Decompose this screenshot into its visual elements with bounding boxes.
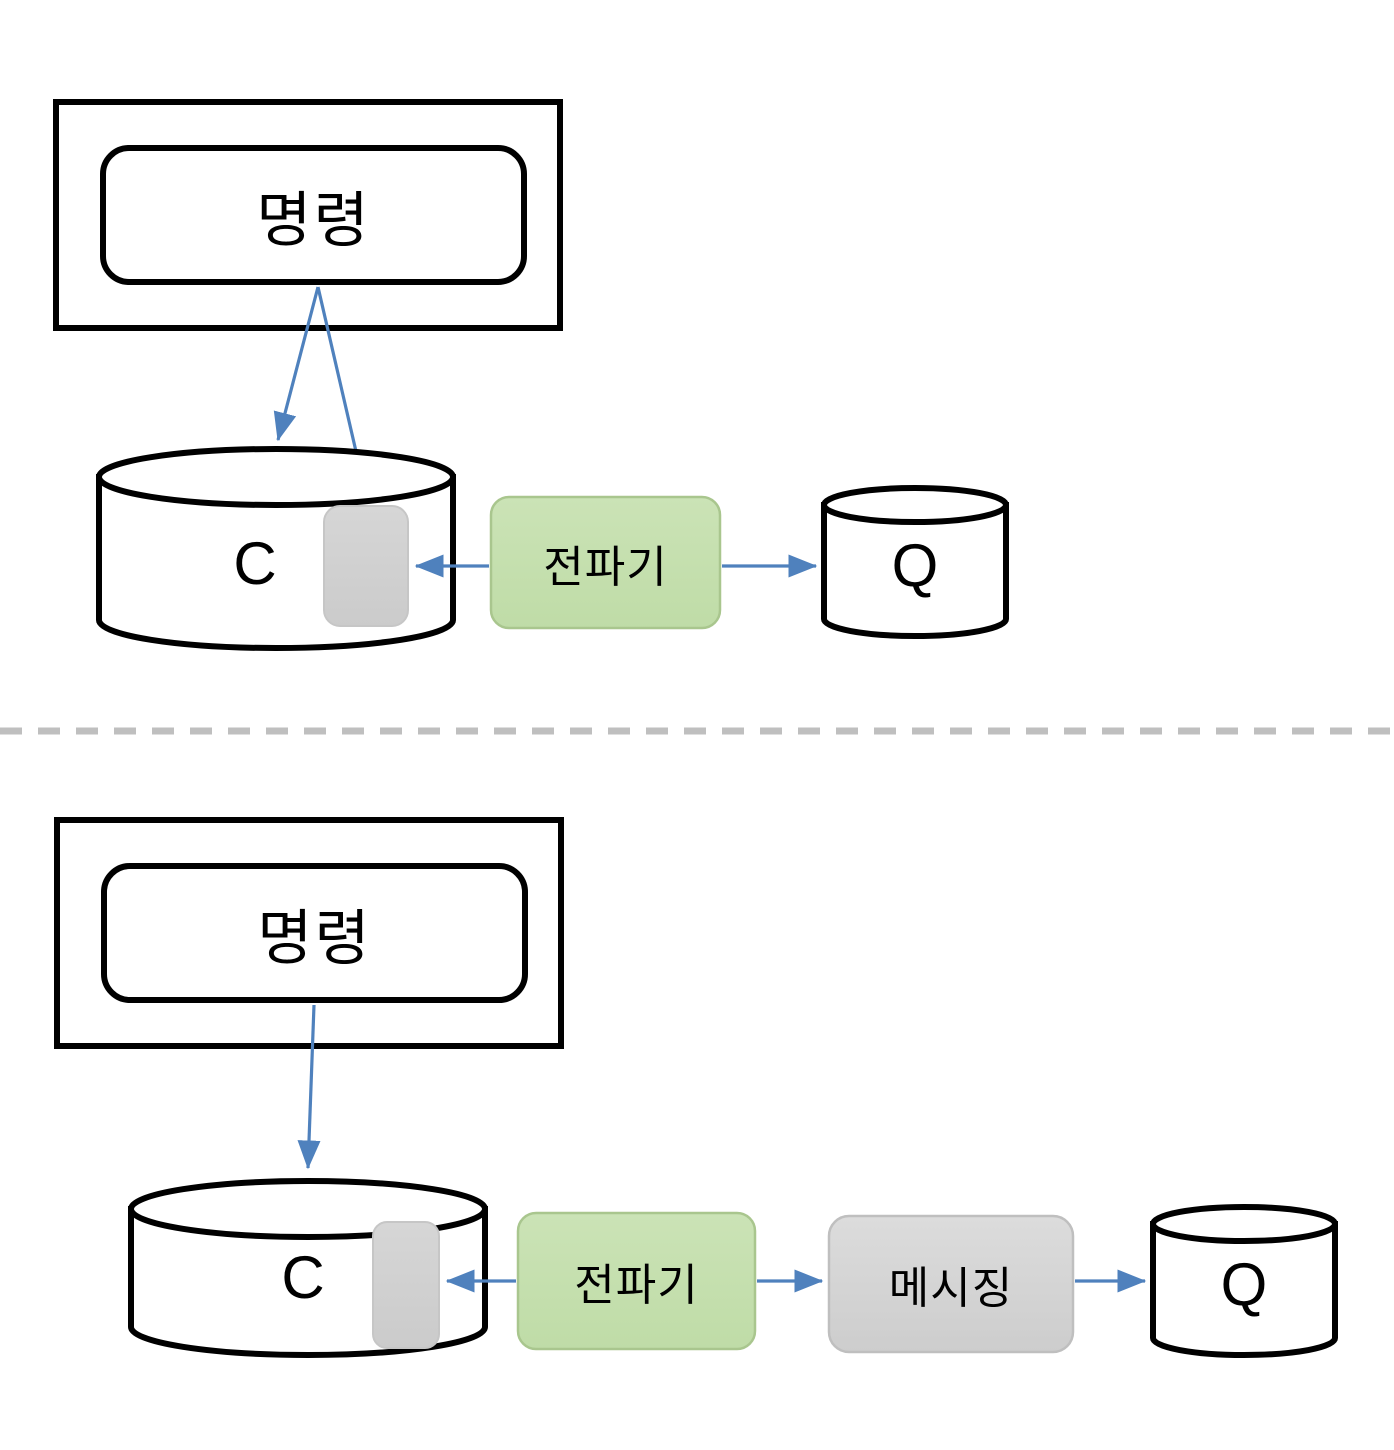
bottom-command-cylinder-label: C bbox=[281, 1243, 325, 1311]
top-propagator-label: 전파기 bbox=[543, 542, 668, 592]
bottom-command-label: 명령 bbox=[257, 904, 372, 972]
top-query-cylinder-top bbox=[821, 485, 1009, 525]
bottom-command-box[interactable] bbox=[101, 863, 528, 1003]
top-command-cylinder-chip bbox=[323, 505, 409, 627]
bottom-propagator-label: 전파기 bbox=[574, 1261, 699, 1310]
bottom-query-cylinder-top bbox=[1150, 1204, 1338, 1244]
bottom-propagator-box[interactable] bbox=[516, 1211, 757, 1351]
top-command-label: 명령 bbox=[256, 186, 371, 254]
top-command-cylinder-top bbox=[96, 446, 456, 508]
bottom-query-cylinder-body bbox=[1150, 1221, 1338, 1358]
bottom-arrow-command-to-cylinder bbox=[297, 1004, 321, 1170]
top-command-box[interactable] bbox=[100, 145, 527, 285]
top-query-cylinder-label: Q bbox=[891, 531, 939, 599]
bottom-query-cylinder-label: Q bbox=[1220, 1250, 1268, 1318]
top-propagator-box[interactable] bbox=[489, 495, 722, 630]
bottom-messaging-box[interactable] bbox=[827, 1214, 1075, 1354]
bottom-command-cylinder-chip bbox=[372, 1221, 440, 1349]
top-query-cylinder-body bbox=[821, 502, 1009, 639]
bottom-messaging-label: 메시징 bbox=[888, 1264, 1014, 1313]
top-command-cylinder-label: C bbox=[233, 529, 277, 597]
top-arrow-command-to-cylinder bbox=[273, 286, 320, 442]
